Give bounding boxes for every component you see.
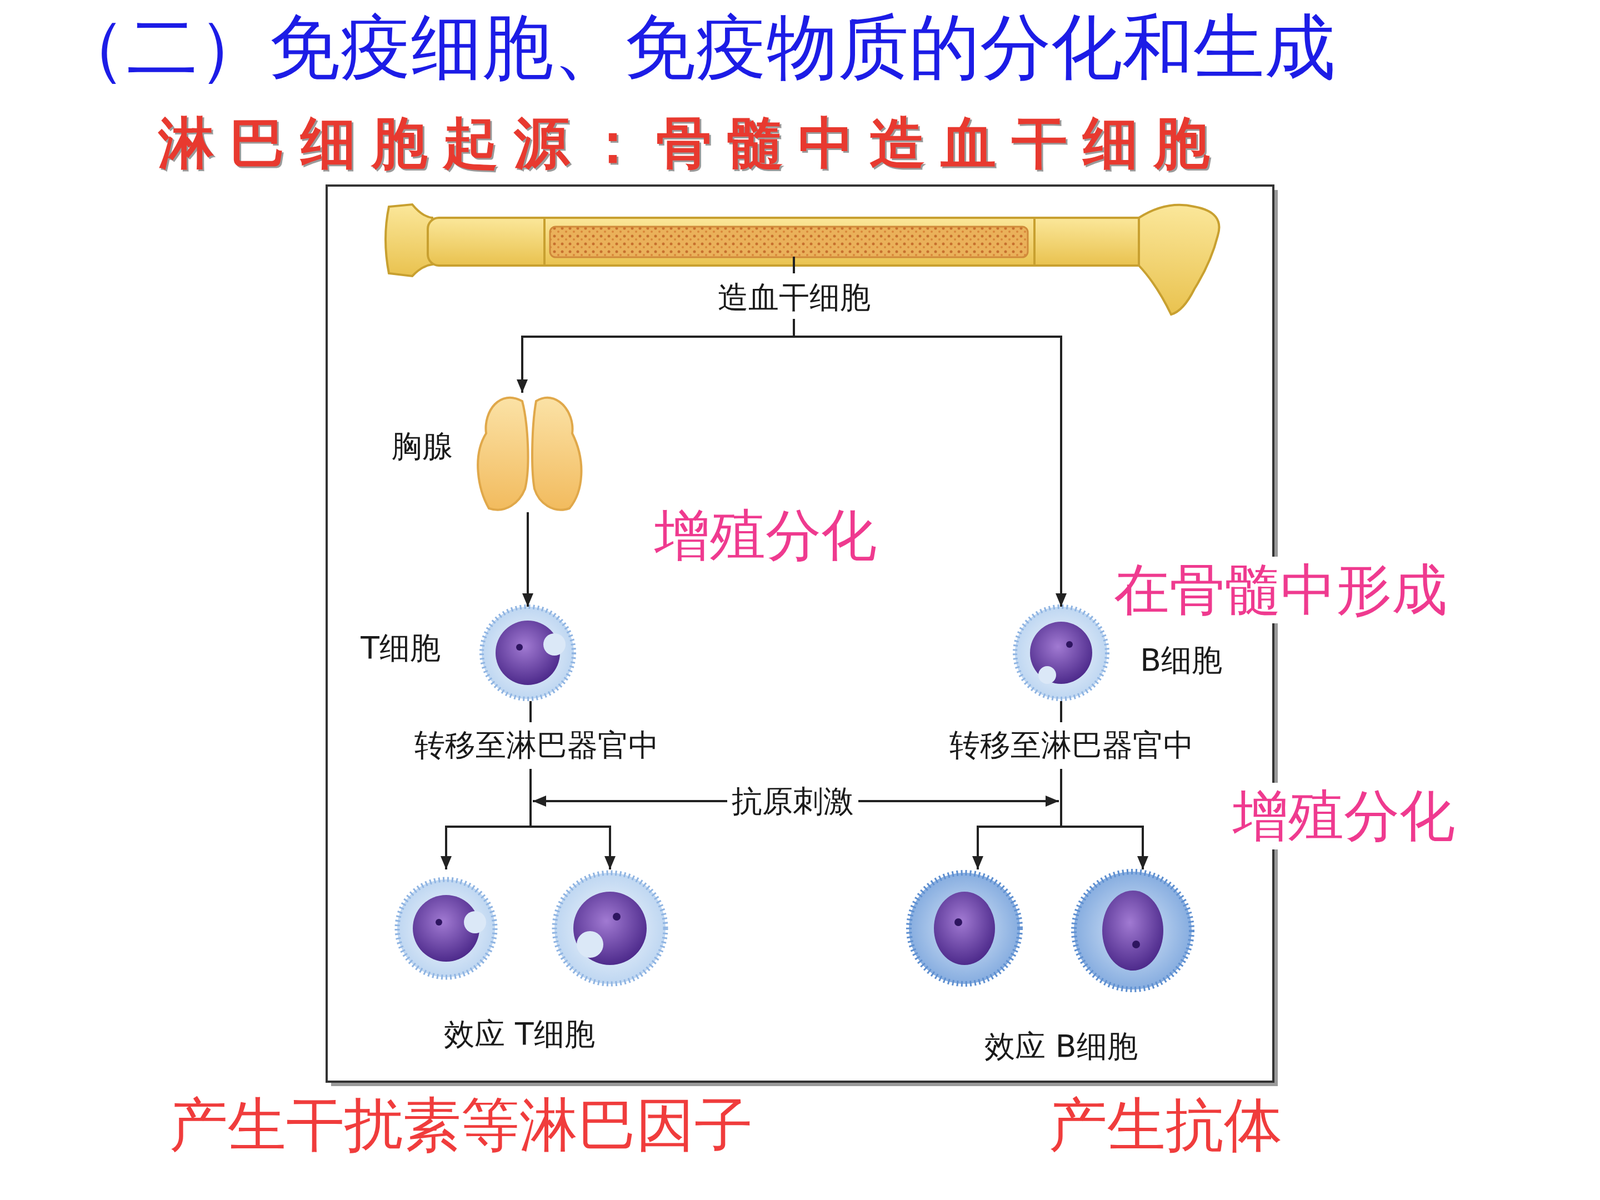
cell-cytoplasm (908, 872, 1020, 984)
stem-line (529, 701, 532, 723)
node-label: 转移至淋巴器官中 (412, 726, 662, 764)
thymus-lobe (477, 397, 528, 510)
nucleolus (516, 643, 523, 651)
annotation-label: 产生抗体 (1048, 1090, 1283, 1160)
slide-title: （二）免疫细胞、免疫物质的分化和生成 (55, 4, 1336, 90)
annotation-label: 增殖分化 (1228, 782, 1460, 850)
nucleus-notch (543, 633, 566, 656)
node-label: B细胞 (1137, 641, 1225, 679)
cell-nucleus (933, 891, 995, 965)
bone-shaft (427, 217, 1150, 266)
node-label: 胸腺 (389, 427, 455, 465)
cell-cytoplasm (1073, 871, 1192, 990)
nucleolus (612, 912, 621, 921)
growth-plate (1033, 218, 1036, 265)
annotation-label: 产生干扰素等淋巴因子 (169, 1090, 753, 1160)
subtitle: 淋巴细胞起源：骨髓中造血干细胞 (158, 110, 1225, 177)
diagram-node: 造血干细胞 (710, 275, 878, 319)
cell-cytoplasm (481, 606, 574, 699)
cell-cytoplasm (397, 879, 495, 978)
node-label: T细胞 (358, 629, 443, 667)
node-label: 效应 T细胞 (441, 1015, 597, 1053)
connector-line (1061, 826, 1143, 870)
connector-line (526, 512, 529, 607)
frame (326, 185, 1274, 1082)
connector-line (522, 318, 794, 393)
nucleolus (1066, 641, 1073, 648)
cell-nucleus (1030, 621, 1093, 684)
node-label: 转移至淋巴器官中 (947, 726, 1197, 764)
nucleolus (954, 918, 963, 927)
diagram-node: 效应 B细胞 (900, 869, 1200, 1068)
node-label: 造血干细胞 (715, 278, 873, 316)
cell-cytoplasm (554, 872, 666, 984)
nucleolus (1132, 940, 1140, 949)
connector-line (977, 768, 1062, 870)
nucleus-notch (463, 911, 487, 934)
annotation-label: 增殖分化 (654, 502, 877, 569)
bone-end (385, 204, 433, 277)
nucleolus (435, 918, 443, 926)
connector-arrow (522, 318, 794, 393)
annotation-label: 抗原刺激 (727, 782, 859, 820)
nucleus-notch (1038, 666, 1057, 684)
connector-line (530, 826, 610, 870)
cell-nucleus (573, 891, 647, 965)
annotation-label: 在骨髓中形成 (1109, 556, 1452, 624)
diagram-node: T细胞转移至淋巴器官中 (344, 606, 695, 769)
diagram-node: 效应 T细胞 (383, 869, 673, 1059)
nucleus-notch (576, 931, 604, 958)
stem-line (792, 256, 795, 274)
node-label: 效应 B细胞 (982, 1027, 1140, 1065)
connector-arrow (977, 768, 1143, 870)
bone-end (1138, 205, 1219, 315)
cell-cytoplasm (1015, 606, 1108, 699)
diagram-node: B细胞转移至淋巴器官中 (911, 606, 1245, 769)
cell-nucleus (1102, 890, 1164, 971)
connector-arrow (527, 512, 529, 607)
stem-line (1060, 701, 1063, 723)
diagram-node: 胸腺 (377, 392, 589, 513)
connector-line (446, 768, 531, 870)
connector-arrow (446, 768, 610, 870)
bone-marrow (550, 226, 1028, 258)
thymus-lobe (532, 397, 582, 510)
growth-plate (543, 218, 546, 265)
